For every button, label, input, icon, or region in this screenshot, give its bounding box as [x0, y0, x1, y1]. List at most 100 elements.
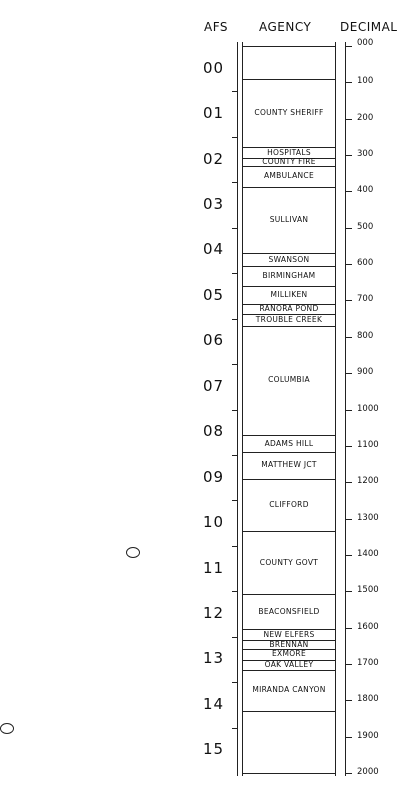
- agency-divider: [242, 594, 335, 596]
- afs-label: 00: [203, 58, 225, 77]
- agency-divider: [242, 78, 335, 80]
- afs-label: 06: [203, 331, 225, 350]
- decimal-tick: [345, 227, 352, 229]
- agency-label: RANORA POND: [259, 304, 319, 314]
- agency-divider: [242, 669, 335, 671]
- agency-column-right-border: [335, 42, 336, 776]
- decimal-tick: [345, 591, 352, 593]
- agency-divider: [242, 304, 335, 306]
- decimal-label: 300: [357, 149, 374, 160]
- decimal-label: 400: [357, 185, 374, 196]
- decimal-tick: [345, 155, 352, 157]
- decimal-tick: [345, 409, 352, 411]
- afs-column-header: AFS: [204, 20, 229, 34]
- agency-label: AMBULANCE: [263, 171, 314, 181]
- afs-label: 09: [203, 467, 225, 486]
- decimal-tick: [345, 700, 352, 702]
- decimal-tick: [345, 373, 352, 375]
- afs-label: 14: [203, 694, 225, 713]
- afs-tick: [232, 91, 238, 93]
- agency-label: MILLIKEN: [270, 289, 308, 299]
- afs-tick: [232, 409, 238, 411]
- decimal-label: 1100: [357, 439, 379, 450]
- afs-label: 13: [203, 649, 225, 668]
- decimal-label: 1900: [357, 730, 379, 741]
- afs-tick: [232, 682, 238, 684]
- afs-label: 15: [203, 740, 225, 759]
- afs-label: 12: [203, 603, 225, 622]
- agency-label: CLIFFORD: [269, 499, 309, 509]
- afs-tick: [232, 545, 238, 547]
- agency-label: BRENNAN: [269, 639, 309, 649]
- agency-label: COUNTY SHERIFF: [254, 108, 324, 118]
- decimal-tick: [345, 300, 352, 302]
- decimal-tick: [345, 118, 352, 120]
- agency-divider: [242, 452, 335, 454]
- decimal-tick: [345, 663, 352, 665]
- agency-divider: [242, 659, 335, 661]
- decimal-label: 800: [357, 330, 374, 341]
- afs-tick: [232, 591, 238, 593]
- afs-label: 01: [203, 104, 225, 123]
- agency-divider: [242, 285, 335, 287]
- afs-tick: [232, 364, 238, 366]
- afs-tick: [232, 454, 238, 456]
- decimal-tick: [345, 627, 352, 629]
- decimal-label: 000: [357, 38, 374, 48]
- decimal-label: 1300: [357, 512, 379, 523]
- decimal-tick: [345, 336, 352, 338]
- afs-tick: [232, 636, 238, 638]
- decimal-label: 1400: [357, 548, 379, 559]
- afs-label: 07: [203, 376, 225, 395]
- agency-label: ADAMS HILL: [264, 438, 314, 448]
- agency-divider: [242, 46, 335, 47]
- afs-tick: [232, 500, 238, 502]
- agency-divider: [242, 166, 335, 168]
- agency-divider: [242, 639, 335, 641]
- agency-label: TROUBLE CREEK: [255, 315, 323, 325]
- decimal-tick: [345, 191, 352, 193]
- decimal-label: 900: [357, 367, 374, 378]
- decimal-tick: [345, 736, 352, 738]
- decimal-tick: [345, 554, 352, 556]
- decimal-tick: [345, 773, 352, 774]
- afs-label: 05: [203, 285, 225, 304]
- decimal-label: 600: [357, 258, 374, 269]
- agency-label: BEACONSFIELD: [258, 606, 320, 616]
- decimal-column-header: DECIMAL: [340, 20, 398, 34]
- decimal-tick: [345, 482, 352, 484]
- agency-label: COLUMBIA: [268, 375, 310, 385]
- agency-divider: [242, 186, 335, 188]
- decimal-label: 1500: [357, 585, 379, 596]
- agency-label: NEW ELFERS: [263, 629, 315, 639]
- decimal-label: 2000: [357, 767, 379, 777]
- agency-divider: [242, 265, 335, 267]
- agency-label: COUNTY FIRE: [262, 156, 316, 166]
- agency-label: MATTHEW JCT: [261, 460, 317, 470]
- decimal-label: 1200: [357, 476, 379, 487]
- afs-label: 04: [203, 240, 225, 259]
- agency-label: BIRMINGHAM: [262, 270, 316, 280]
- agency-divider: [242, 649, 335, 651]
- afs-tick: [232, 318, 238, 320]
- agency-divider: [242, 531, 335, 533]
- afs-tick: [232, 227, 238, 229]
- decimal-tick: [345, 82, 352, 84]
- agency-label: MIRANDA CANYON: [252, 685, 326, 695]
- agency-divider: [242, 147, 335, 149]
- afs-label: 03: [203, 195, 225, 214]
- agency-divider: [242, 478, 335, 480]
- decimal-scale-line: [345, 42, 346, 776]
- agency-divider: [242, 773, 335, 774]
- agency-column-left-border: [242, 42, 243, 776]
- decimal-label: 500: [357, 221, 374, 232]
- decimal-label: 1000: [357, 403, 379, 414]
- agency-divider: [242, 711, 335, 713]
- afs-label: 02: [203, 149, 225, 168]
- decimal-label: 1600: [357, 621, 379, 632]
- afs-tick: [232, 727, 238, 729]
- agency-label: SULLIVAN: [269, 214, 309, 224]
- binder-hole-lower: [0, 723, 14, 734]
- afs-label: 08: [203, 422, 225, 441]
